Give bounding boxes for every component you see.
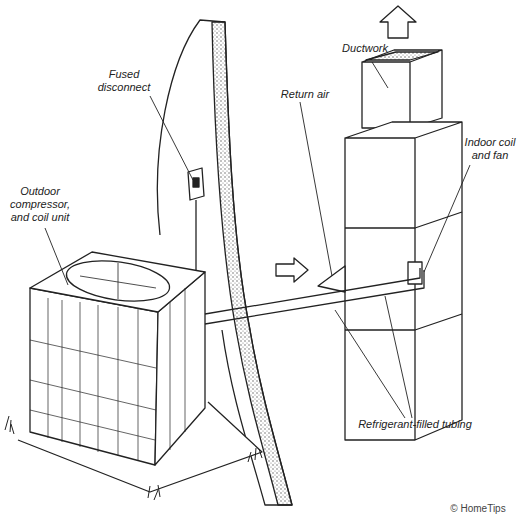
supply-duct: [362, 50, 442, 128]
fan-blades: [80, 263, 156, 299]
disconnect-box: [188, 168, 204, 200]
return-arrow: [276, 258, 308, 282]
power-wire: [195, 200, 196, 270]
coil-fins: [30, 288, 185, 460]
copyright-note: © HomeTips: [440, 502, 516, 515]
unit-front: [30, 288, 158, 465]
fan-grille: [64, 255, 172, 307]
unit-top: [30, 252, 205, 312]
up-arrow: [380, 6, 416, 38]
part-label: Return air: [270, 88, 340, 101]
part-label: Fused disconnect: [86, 68, 162, 94]
part-label: Outdoor compressor, and coil unit: [0, 185, 80, 224]
disconnect-switch: [193, 178, 199, 187]
refrigerant-tube: [205, 268, 424, 324]
part-label: Indoor coil and fan: [462, 136, 518, 162]
return-duct: [318, 266, 345, 292]
part-label: Refrigerant-filled tubing: [355, 418, 475, 431]
leader-lines: [45, 62, 470, 418]
cabinet-seams: [345, 212, 462, 330]
part-label: Ductwork: [330, 42, 400, 55]
